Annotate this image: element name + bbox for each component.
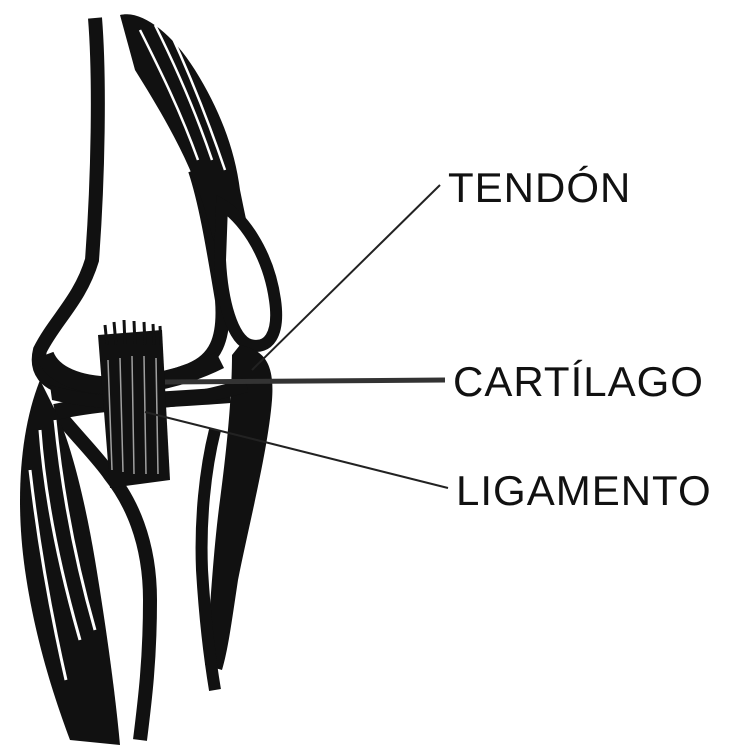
patella: [220, 205, 276, 346]
cartilage-leader-line: [165, 380, 445, 382]
ligament-fibers: [98, 320, 170, 488]
ligament-leader-line: [145, 412, 448, 488]
tendon-leader-line: [252, 185, 440, 370]
cartilage-label: CARTÍLAGO: [453, 358, 704, 405]
tendon-label: TENDÓN: [448, 164, 631, 211]
ligament-label: LIGAMENTO: [456, 467, 712, 514]
